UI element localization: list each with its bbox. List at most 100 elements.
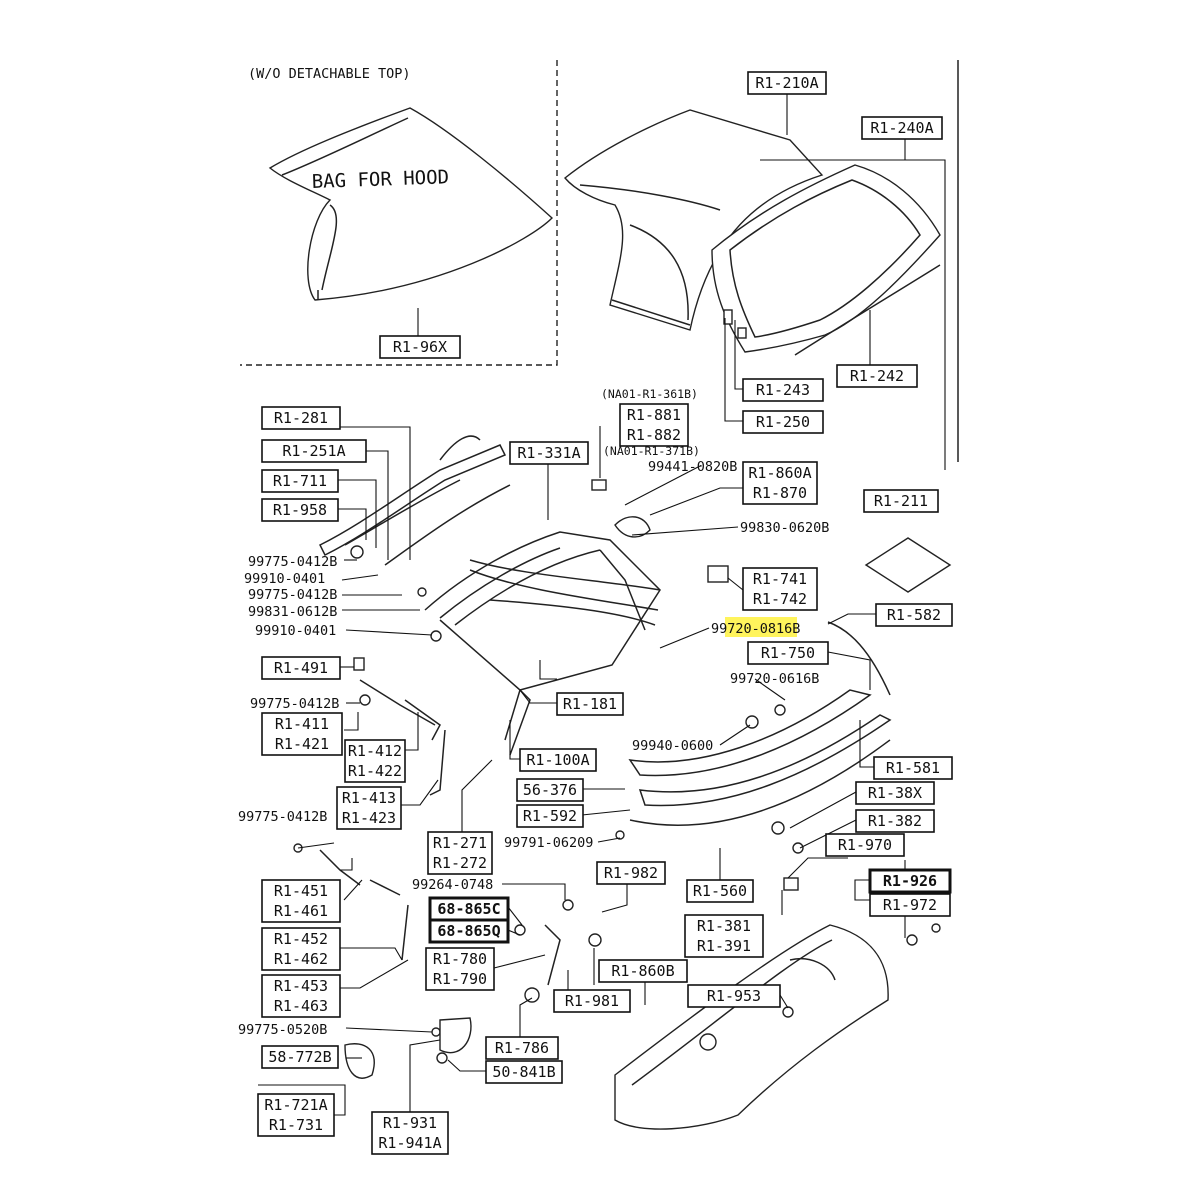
fastener-label-99910-0401-b[interactable]: 99910-0401	[255, 623, 336, 639]
part-number-text: R1-421	[275, 735, 329, 753]
part-box-r1-953[interactable]: R1-953	[687, 984, 781, 1008]
part-box-r1-491[interactable]: R1-491	[261, 656, 341, 680]
part-box-r1-786[interactable]: R1-786	[485, 1036, 559, 1060]
part-box-68-865q[interactable]: 68-865Q	[428, 918, 510, 944]
part-box-56-376[interactable]: 56-376	[516, 778, 584, 802]
part-box-frame	[863, 489, 939, 513]
part-box-r1-711[interactable]: R1-711	[261, 469, 339, 493]
part-box-r1-982[interactable]: R1-982	[596, 861, 666, 885]
part-box-frame	[485, 1036, 559, 1060]
part-box-frame	[747, 71, 827, 95]
part-box-50-841b[interactable]: 50-841B	[485, 1060, 563, 1084]
part-number-text: R1-272	[433, 854, 487, 872]
part-box-r1-382[interactable]: R1-382	[855, 809, 935, 833]
part-number-text: 68-865Q	[437, 922, 500, 940]
part-box-r1-860b[interactable]: R1-860B	[598, 959, 688, 983]
part-box-r1-331a[interactable]: R1-331A	[509, 441, 589, 465]
part-box-frame	[261, 927, 341, 971]
part-number-text: R1-411	[275, 715, 329, 733]
part-box-r1-970[interactable]: R1-970	[825, 833, 905, 857]
part-number-text: R1-250	[756, 413, 810, 431]
fastener-label-99775-0412b-c[interactable]: 99775-0412B	[250, 696, 339, 712]
fastener-label-99831-0612b[interactable]: 99831-0612B	[248, 604, 337, 620]
part-box-r1-958[interactable]: R1-958	[261, 498, 339, 522]
part-box-r1-210a[interactable]: R1-210A	[747, 71, 827, 95]
part-box-r1-250[interactable]: R1-250	[742, 410, 824, 434]
highlighted-part-number[interactable]: 99720-0816B	[711, 621, 800, 637]
part-box-r1-242[interactable]: R1-242	[836, 364, 918, 388]
fastener-label-99791-06209[interactable]: 99791-06209	[504, 835, 593, 851]
part-box-58-772b[interactable]: 58-772B	[261, 1045, 339, 1069]
part-box-r1-38x[interactable]: R1-38X	[855, 781, 935, 805]
fastener-label-99775-0412b-a[interactable]: 99775-0412B	[248, 554, 337, 570]
part-box-r1-926[interactable]: R1-926	[868, 868, 952, 894]
fastener-label-99720-0616b[interactable]: 99720-0616B	[730, 671, 819, 687]
highlighted-part-number-main[interactable]: 99720-0816	[711, 621, 792, 637]
part-box-r1-582[interactable]: R1-582	[875, 603, 953, 627]
fastener-label-99775-0412b-d[interactable]: 99775-0412B	[238, 809, 327, 825]
part-number-text: R1-243	[756, 381, 810, 399]
part-number-text: R1-423	[342, 809, 396, 827]
part-box-r1-96x[interactable]: R1-96X	[379, 335, 461, 359]
part-box-frame	[261, 439, 367, 463]
part-box-r1-981[interactable]: R1-981	[553, 989, 631, 1013]
part-number-text: R1-452	[274, 930, 328, 948]
part-box-r1-181[interactable]: R1-181	[556, 692, 624, 716]
part-number-text: R1-422	[348, 762, 402, 780]
part-box-r1-100a[interactable]: R1-100A	[519, 748, 597, 772]
part-number-text: R1-931	[383, 1114, 437, 1132]
fastener-label-99264-0748[interactable]: 99264-0748	[412, 877, 493, 893]
part-box-frame	[598, 959, 688, 983]
part-box-r1-240a[interactable]: R1-240A	[861, 116, 943, 140]
fastener-label-99830-0620b[interactable]: 99830-0620B	[740, 520, 829, 536]
part-box-frame	[742, 410, 824, 434]
part-number-text: R1-453	[274, 977, 328, 995]
part-box-r1-281[interactable]: R1-281	[261, 406, 341, 430]
fastener-label-99910-0401-a[interactable]: 99910-0401	[244, 571, 325, 587]
hardware-drawing	[293, 479, 941, 1079]
part-box-68-865c[interactable]: 68-865C	[428, 896, 510, 922]
fastener-label-na01-r1-371b[interactable]: (NA01-R1-371B)	[603, 444, 700, 458]
part-box-r1-560[interactable]: R1-560	[686, 879, 754, 903]
part-box-r1-592[interactable]: R1-592	[516, 804, 584, 828]
fastener-label-99940-0600[interactable]: 99940-0600	[632, 738, 713, 754]
part-number-text: R1-463	[274, 997, 328, 1015]
part-number-text: R1-211	[874, 492, 928, 510]
part-box-frame	[596, 861, 666, 885]
part-box-frame	[687, 984, 781, 1008]
part-box-r1-251a[interactable]: R1-251A	[261, 439, 367, 463]
part-number-text: 50-841B	[492, 1063, 555, 1081]
part-box-r1-581[interactable]: R1-581	[873, 756, 953, 780]
inset-dashed-border	[240, 60, 558, 366]
fastener-label-99775-0412b-b[interactable]: 99775-0412B	[248, 587, 337, 603]
part-box-r1-972[interactable]: R1-972	[869, 893, 951, 917]
fastener-label-99775-0520b[interactable]: 99775-0520B	[238, 1022, 327, 1038]
part-box-r1-243[interactable]: R1-243	[742, 378, 824, 402]
highlighted-part-label[interactable]: 99720-0816B	[711, 617, 800, 637]
part-number-text: R1-581	[886, 759, 940, 777]
part-number-text: R1-711	[273, 472, 327, 490]
bag-for-hood-text: BAG FOR HOOD	[311, 166, 449, 193]
part-box-r1-211[interactable]: R1-211	[863, 489, 939, 513]
part-box-frame	[556, 692, 624, 716]
fastener-label-99441-0820b[interactable]: 99441-0820B	[648, 459, 737, 475]
part-number-text: R1-860B	[611, 962, 674, 980]
fastener-label-na01-r1-361b[interactable]: (NA01-R1-361B)	[601, 387, 698, 401]
part-box-frame	[344, 739, 406, 783]
part-box-r1-750[interactable]: R1-750	[747, 641, 829, 665]
part-box-frame	[742, 378, 824, 402]
